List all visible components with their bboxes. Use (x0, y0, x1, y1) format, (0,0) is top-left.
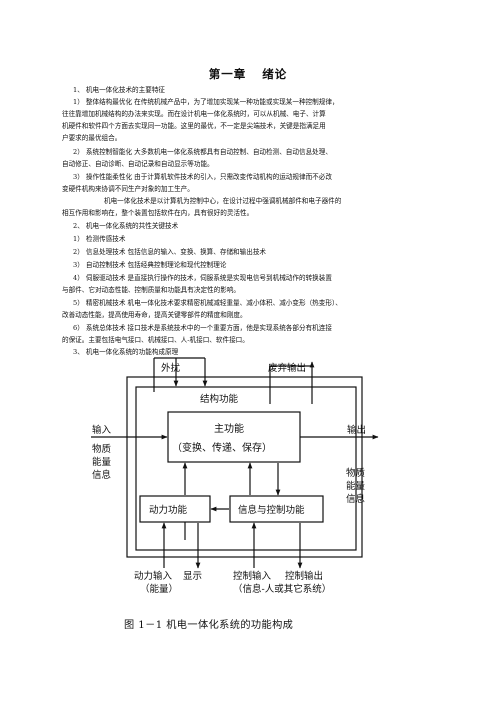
energy-label: （能量） (140, 583, 178, 595)
body-line: 的保证。主要包括电气接口、机械接口、人-机接口、软件接口。 (62, 336, 249, 344)
tech-1-line: 1） 检测传感技术 (73, 235, 126, 243)
power-input-label: 动力输入 (134, 570, 173, 582)
feature-2-line: 2） 系统控制智能化 大多数机电一体化系统都具有自动控制、自动检测、自动信息处理… (73, 148, 332, 156)
input-flow-information: 信息 (92, 469, 111, 481)
main-function-box (167, 411, 301, 463)
disturbance-label: 外扰 (161, 362, 181, 374)
feature-1-line: 1） 整体结构最优化 在传统机械产品中，为了增加实现某一种功能或实现某一种控制规… (73, 98, 339, 106)
system-boundary (126, 376, 363, 558)
chapter-number: 第一章 (208, 67, 247, 81)
tech-5-line: 5） 精密机械技术 机电一体化技术要求精密机械减轻重量、减小体积、减小变形（热变… (73, 299, 342, 307)
chapter-title: 第一章 绪论 (0, 66, 496, 82)
structure-function-label: 结构功能 (200, 393, 239, 405)
body-line: 变硬件机构来协调不同生产对象的加工生产。 (62, 185, 194, 193)
info-control-function-box (229, 495, 324, 523)
output-label: 输出 (347, 424, 366, 436)
info-control-function-label: 信息与控制功能 (238, 504, 305, 516)
control-output-label: 控制输出 (285, 570, 323, 582)
output-flow-energy: 能量 (346, 480, 366, 492)
input-label: 输入 (92, 424, 112, 436)
power-function-label: 动力功能 (149, 504, 188, 516)
body-line: 与部件、它对动态性能、控制质量和功能具有决定性的影响。 (62, 286, 241, 294)
waste-output-label: 废弃输出 (268, 362, 306, 374)
body-line: 机硬件和软件四个方面去实现同一功能。这里的最优，不一定是尖端技术，关键是指满足用 (62, 122, 326, 130)
input-flow-energy: 能量 (92, 456, 112, 468)
power-function-box (139, 495, 211, 523)
body-line: 往往靠增加机械结构的办法来实现。而在设计机电一体化系统时，可以从机械、电子、计算 (62, 110, 326, 118)
input-flow-material: 物质 (92, 443, 112, 455)
structure-function-box (135, 386, 357, 551)
display-label: 显示 (183, 571, 202, 582)
info-other-label: （信息-人或其它系统） (233, 583, 331, 595)
output-flow-material: 物质 (346, 467, 366, 479)
tech-3-line: 3） 自动控制技术 包括经典控制理论和现代控制理论 (73, 261, 227, 269)
chapter-name: 绪论 (262, 67, 288, 81)
output-flow-information: 信息 (346, 493, 365, 505)
main-function-detail: （变换、传递、保存） (172, 441, 272, 454)
body-line: 户要求的最优组合。 (62, 134, 122, 142)
heading-function-principle: 3、 机电一体化系统的功能构成原理 (73, 348, 179, 356)
heading-main-features: 1、 机电一体化技术的主要特征 (73, 86, 166, 94)
body-line: 自动修正、自动诊断、自动记录和自动显示等功能。 (62, 160, 214, 168)
tech-4-line: 4） 伺服驱动技术 是直接执行操作的技术，伺服系统是实现电信号到机械动作的转换装… (73, 274, 332, 282)
feature-3-line: 3） 操作性能柔性化 由于计算机软件技术的引入，只需改变传动机构的运动规律而不必… (73, 173, 332, 181)
body-line: 改善动态性能，提高使用寿命，提高关键零部件的精度和刚度。 (62, 311, 247, 319)
control-input-label: 控制输入 (233, 570, 272, 582)
figure-caption: 图 1－1 机电一体化系统的功能构成 (124, 620, 294, 631)
main-function-label: 主功能 (214, 422, 244, 435)
body-line: 机电一体化技术是以计算机为控制中心，在设计过程中强调机械部件和电子器件的 (104, 197, 342, 205)
heading-key-technologies: 2、 机电一体化系统的共性关键技术 (73, 222, 179, 230)
tech-2-line: 2） 信息处理技术 包括信息的输入、变换、换算、存储和输出技术 (73, 248, 267, 256)
body-line: 相互作用和影响在，整个装置包括软件在内，具有很好的灵活性。 (62, 209, 254, 217)
tech-6-line: 6） 系统总体技术 接口技术是系统技术中的一个重要方面，他是实现系统各部分有机连… (73, 324, 332, 332)
